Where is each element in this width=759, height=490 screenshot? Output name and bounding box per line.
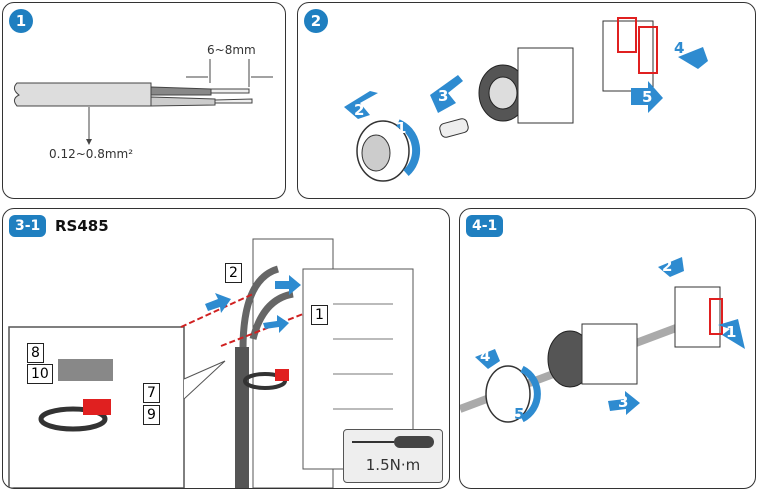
terminal-label-8: 8: [27, 343, 44, 363]
panel-step-3-1: 3-1 RS485 2 1 8 10 7 9 1.5N·m: [2, 208, 450, 489]
step-5-label: 5: [514, 405, 525, 423]
step-5-label: 5: [642, 88, 653, 106]
arrow-2: [344, 91, 378, 119]
connector-assembly-illustration: [344, 17, 708, 182]
connector-closing-illustration: [460, 257, 745, 423]
terminal-label-1: 1: [311, 305, 328, 325]
arrow-3: [430, 75, 463, 113]
cross-section-label: 0.12~0.8mm²: [49, 147, 134, 161]
panel-title: RS485: [55, 217, 109, 235]
step-2-label: 2: [662, 257, 673, 275]
panel-step-4-1: 4-1 1 2 3 4 5: [459, 208, 756, 489]
torque-box: 1.5N·m: [343, 429, 443, 483]
cable-strip-illustration: [13, 59, 273, 145]
panel-step-2: 2 1 2 3 4 5: [297, 2, 756, 199]
torque-value: 1.5N·m: [365, 456, 421, 474]
step-1-label: 1: [726, 323, 737, 341]
step-2-label: 2: [354, 101, 365, 119]
terminal-label-10: 10: [27, 364, 53, 384]
terminal-label-7: 7: [143, 383, 160, 403]
step-3-label: 3: [438, 87, 449, 105]
step-3-label: 3: [618, 393, 629, 411]
arrow-4: [678, 47, 708, 69]
step-badge: 4-1: [466, 215, 504, 237]
step-1-label: 1: [396, 119, 407, 137]
arrow-5: [631, 81, 663, 113]
step-badge: 2: [304, 9, 328, 33]
step-4-label: 4: [480, 347, 491, 365]
strip-length-label: 6~8mm: [207, 43, 256, 57]
terminal-label-2: 2: [225, 263, 242, 283]
step-4-label: 4: [674, 39, 685, 57]
screwdriver-icon: [352, 436, 434, 448]
terminal-label-9: 9: [143, 405, 160, 425]
step-badge: 3-1: [9, 215, 47, 237]
panel-step-1: 1 6~8mm 0.12~0.8mm²: [2, 2, 286, 199]
step-badge: 1: [9, 9, 33, 33]
